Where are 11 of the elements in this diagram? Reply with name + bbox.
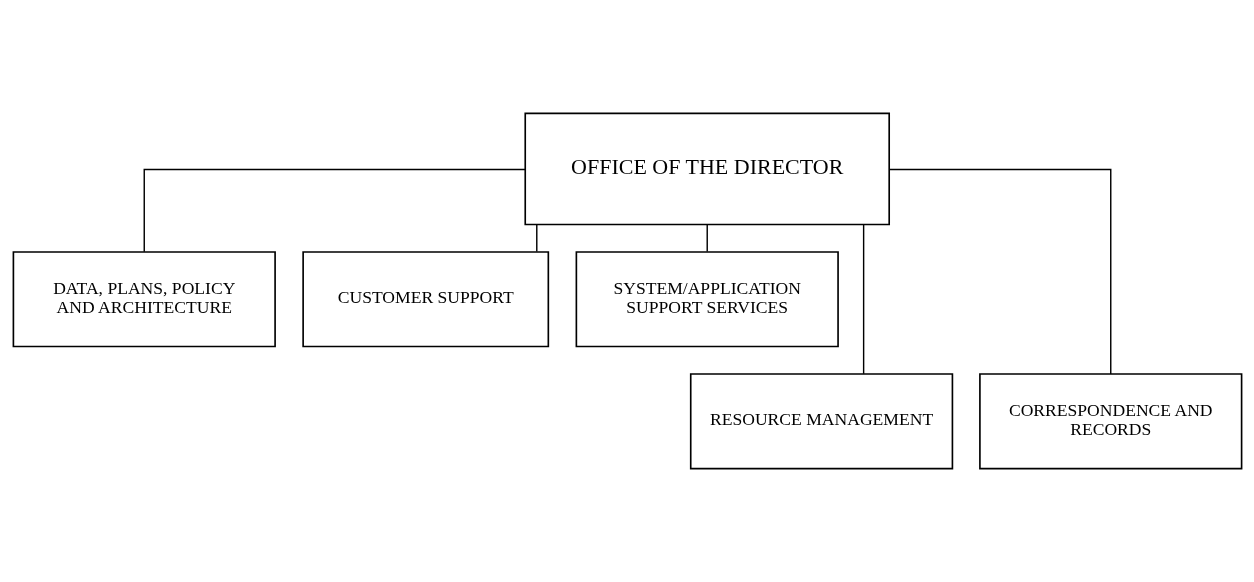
node-box: CUSTOMER SUPPORT bbox=[301, 251, 549, 348]
connector bbox=[143, 168, 526, 253]
node-box: DATA, PLANS, POLICY AND ARCHITECTURE bbox=[12, 251, 276, 348]
node-box: OFFICE OF THE DIRECTOR bbox=[523, 112, 890, 226]
connector bbox=[862, 223, 864, 375]
node-box: SYSTEM/APPLICATION SUPPORT SERVICES bbox=[575, 251, 839, 348]
connector bbox=[888, 168, 1111, 375]
node-box: CORRESPONDENCE AND RECORDS bbox=[978, 373, 1242, 470]
connector bbox=[706, 223, 708, 253]
connector bbox=[535, 223, 537, 253]
node-box: RESOURCE MANAGEMENT bbox=[689, 373, 953, 470]
